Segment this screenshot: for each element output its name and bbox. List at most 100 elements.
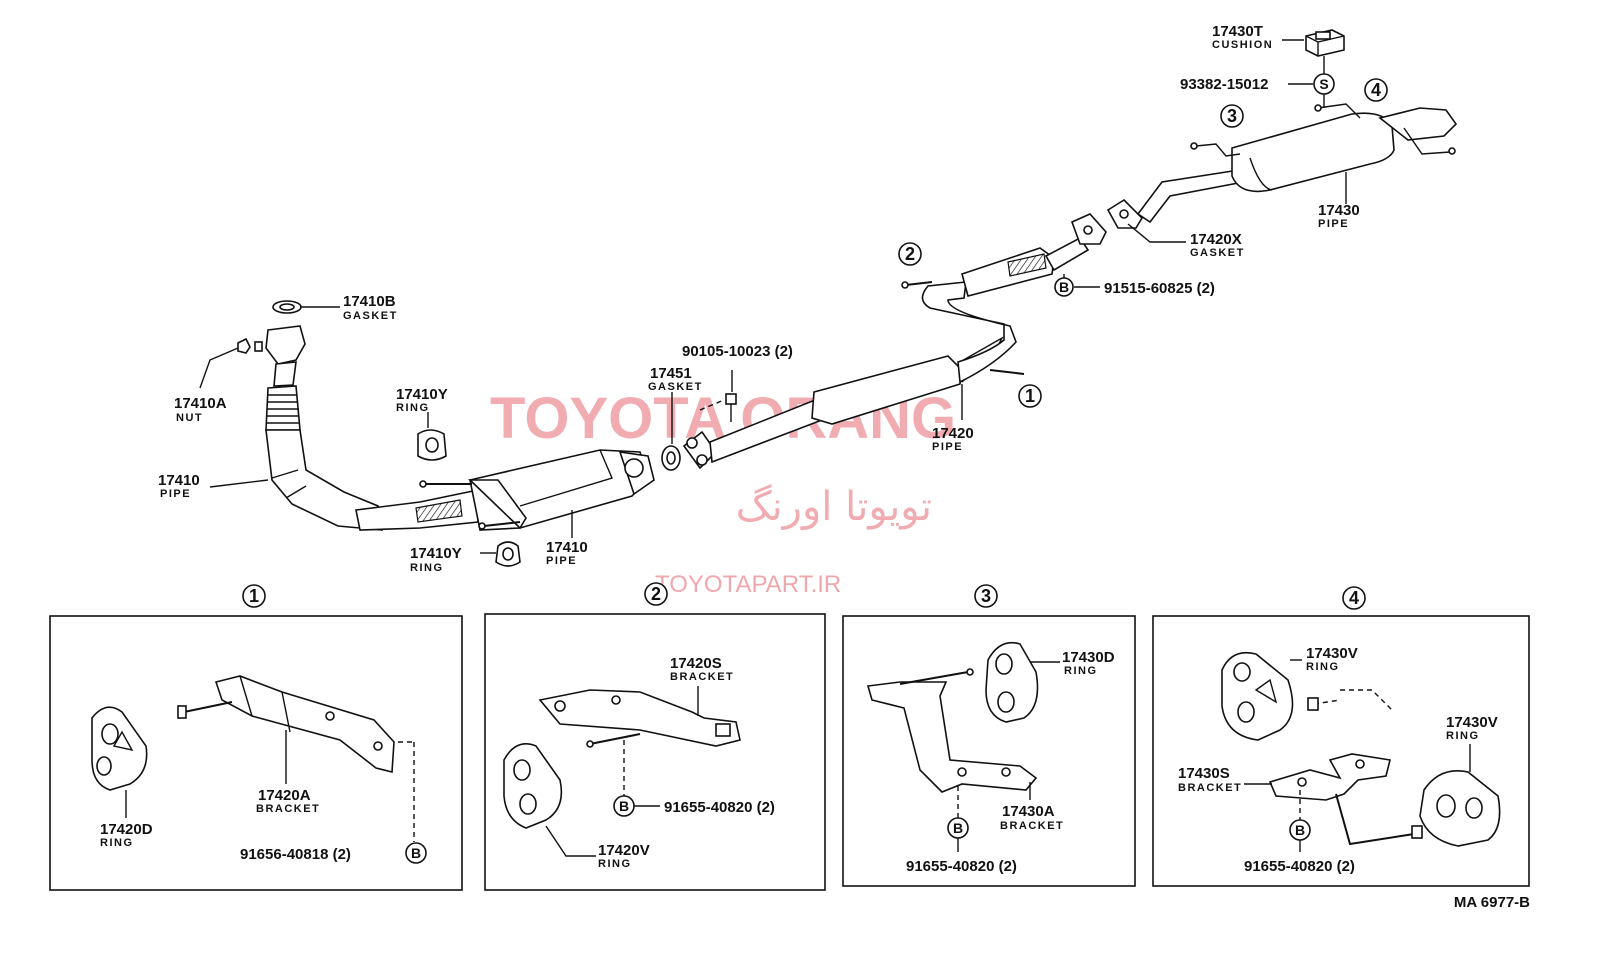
part-number: 17430T [1212,23,1263,40]
part-number: 17420A [258,787,311,804]
callout-17451: 17451 GASKET [648,365,703,444]
detail-marker-circle [974,584,998,608]
svg-text:3: 3 [1227,106,1237,126]
symbol-b: B [411,845,421,861]
detail-frame [484,613,826,891]
part-number: 17420 [932,425,974,442]
callout-17410B: 17410B GASKET [300,293,398,322]
detail-marker: 4 [1349,588,1359,608]
symbol-b: B [1059,279,1069,295]
part-number: 17420D [100,821,153,838]
detail-marker-circle [644,582,668,606]
part-number: 17430S [1178,765,1230,782]
drawing-code: MA 6977-B [1454,894,1530,911]
svg-text:4: 4 [1371,80,1381,100]
view-marker-3: 3 [1220,104,1244,128]
cushion-drawing [1305,29,1345,108]
symbol-b: B [1295,822,1305,838]
callout-17410Y-top: 17410Y RING [396,386,448,428]
part-number: 93382-15012 [1180,76,1268,93]
part-number: 17410B [343,293,396,310]
callout-17420: 17420 PIPE [932,425,974,453]
watermark-brand-persian: تویوتا اورنگ [736,484,932,530]
svg-text:1: 1 [1025,386,1035,406]
part-number: 17410 [158,472,200,489]
callout-90105: 90105-10023 (2) [682,343,793,360]
part-number: 17410Y [396,386,448,403]
part-name: RING [598,858,632,870]
detail-panel-3: 3 17430D RING 17430A BRACKET B 91655-408… [842,584,1136,887]
part-name: GASKET [343,310,398,322]
callout-17410-main: 17410 PIPE [546,510,588,567]
symbol-b: B [619,798,629,814]
part-name: CUSHION [1212,39,1273,51]
part-number: 17430V [1306,645,1358,662]
part-name: BRACKET [1000,820,1064,832]
part-name: RING [1064,665,1098,677]
part-number: 17410 [546,539,588,556]
part-name: RING [410,562,444,574]
part-name: RING [1446,730,1480,742]
callout-91515: B 91515-60825 (2) [1054,277,1215,297]
part-name: PIPE [160,488,191,500]
main-exhaust-assembly [209,29,1458,567]
part-name: BRACKET [1178,782,1242,794]
part-number: 17420X [1190,231,1242,248]
detail-marker: 2 [651,584,661,604]
part-number: 17420S [670,655,722,672]
part-name: GASKET [648,381,703,393]
part-number: 17420V [598,842,650,859]
part-number: 17410Y [410,545,462,562]
front-muffler-drawing [419,449,655,531]
part-name: RING [100,837,134,849]
symbol-b: B [953,820,963,836]
part-number: 17430D [1062,649,1115,666]
part-number: 17430A [1002,803,1055,820]
part-number: 91656-40818 (2) [240,846,351,863]
tail-pipe-drawing [1106,103,1458,229]
detail-marker: 3 [981,586,991,606]
part-name: PIPE [546,555,577,567]
front-pipe-drawing [209,300,479,531]
part-number: 91655-40820 (2) [906,858,1017,875]
detail-panel-2: 2 17420S BRACKET B 91655-40820 (2) 17420… [484,582,826,891]
watermark-site: TOYOTAPART.IR [655,571,841,598]
part-number: 17410A [174,395,227,412]
callout-17410A: 17410A NUT [174,337,251,424]
part-number: 91655-40820 (2) [664,799,775,816]
view-marker-4: 4 [1364,78,1388,102]
detail-marker-circle [242,584,266,608]
symbol-s: S [1319,76,1328,92]
part-number: 17430 [1318,202,1360,219]
part-name: NUT [176,412,203,424]
detail-panel-1: 1 17420D RING 17420A BRACKET 91656-40818… [49,584,463,891]
callout-17410Y-bottom: 17410Y RING [410,545,496,574]
joint-drawing [417,370,737,567]
detail-frame [1152,615,1530,887]
part-name: PIPE [1318,218,1349,230]
part-number: 90105-10023 (2) [682,343,793,360]
detail-panel-4: 4 17430V RING 17430V RING 17430S BRACKET… [1152,586,1530,887]
view-marker-2: 2 [898,242,922,266]
part-number: 17430V [1446,714,1498,731]
callout-17420X: 17420X GASKET [1127,223,1245,259]
part-name: BRACKET [256,803,320,815]
part-number: 17451 [650,365,692,382]
detail-marker-circle [1342,586,1366,610]
part-name: BRACKET [670,671,734,683]
part-name: GASKET [1190,247,1245,259]
detail-marker: 1 [249,586,259,606]
view-marker-1: 1 [1018,384,1042,408]
callout-17410-flex: 17410 PIPE [158,472,200,500]
callout-17430: 17430 PIPE [1318,202,1360,230]
detail-frame [49,615,463,891]
part-name: RING [1306,661,1340,673]
part-number: 91515-60825 (2) [1104,280,1215,297]
callout-17430T: 17430T CUSHION [1212,23,1304,51]
svg-text:2: 2 [905,244,915,264]
callout-93382: S 93382-15012 [1180,73,1335,95]
part-name: RING [396,402,430,414]
part-name: PIPE [932,441,963,453]
center-pipe-drawing [709,213,1107,464]
